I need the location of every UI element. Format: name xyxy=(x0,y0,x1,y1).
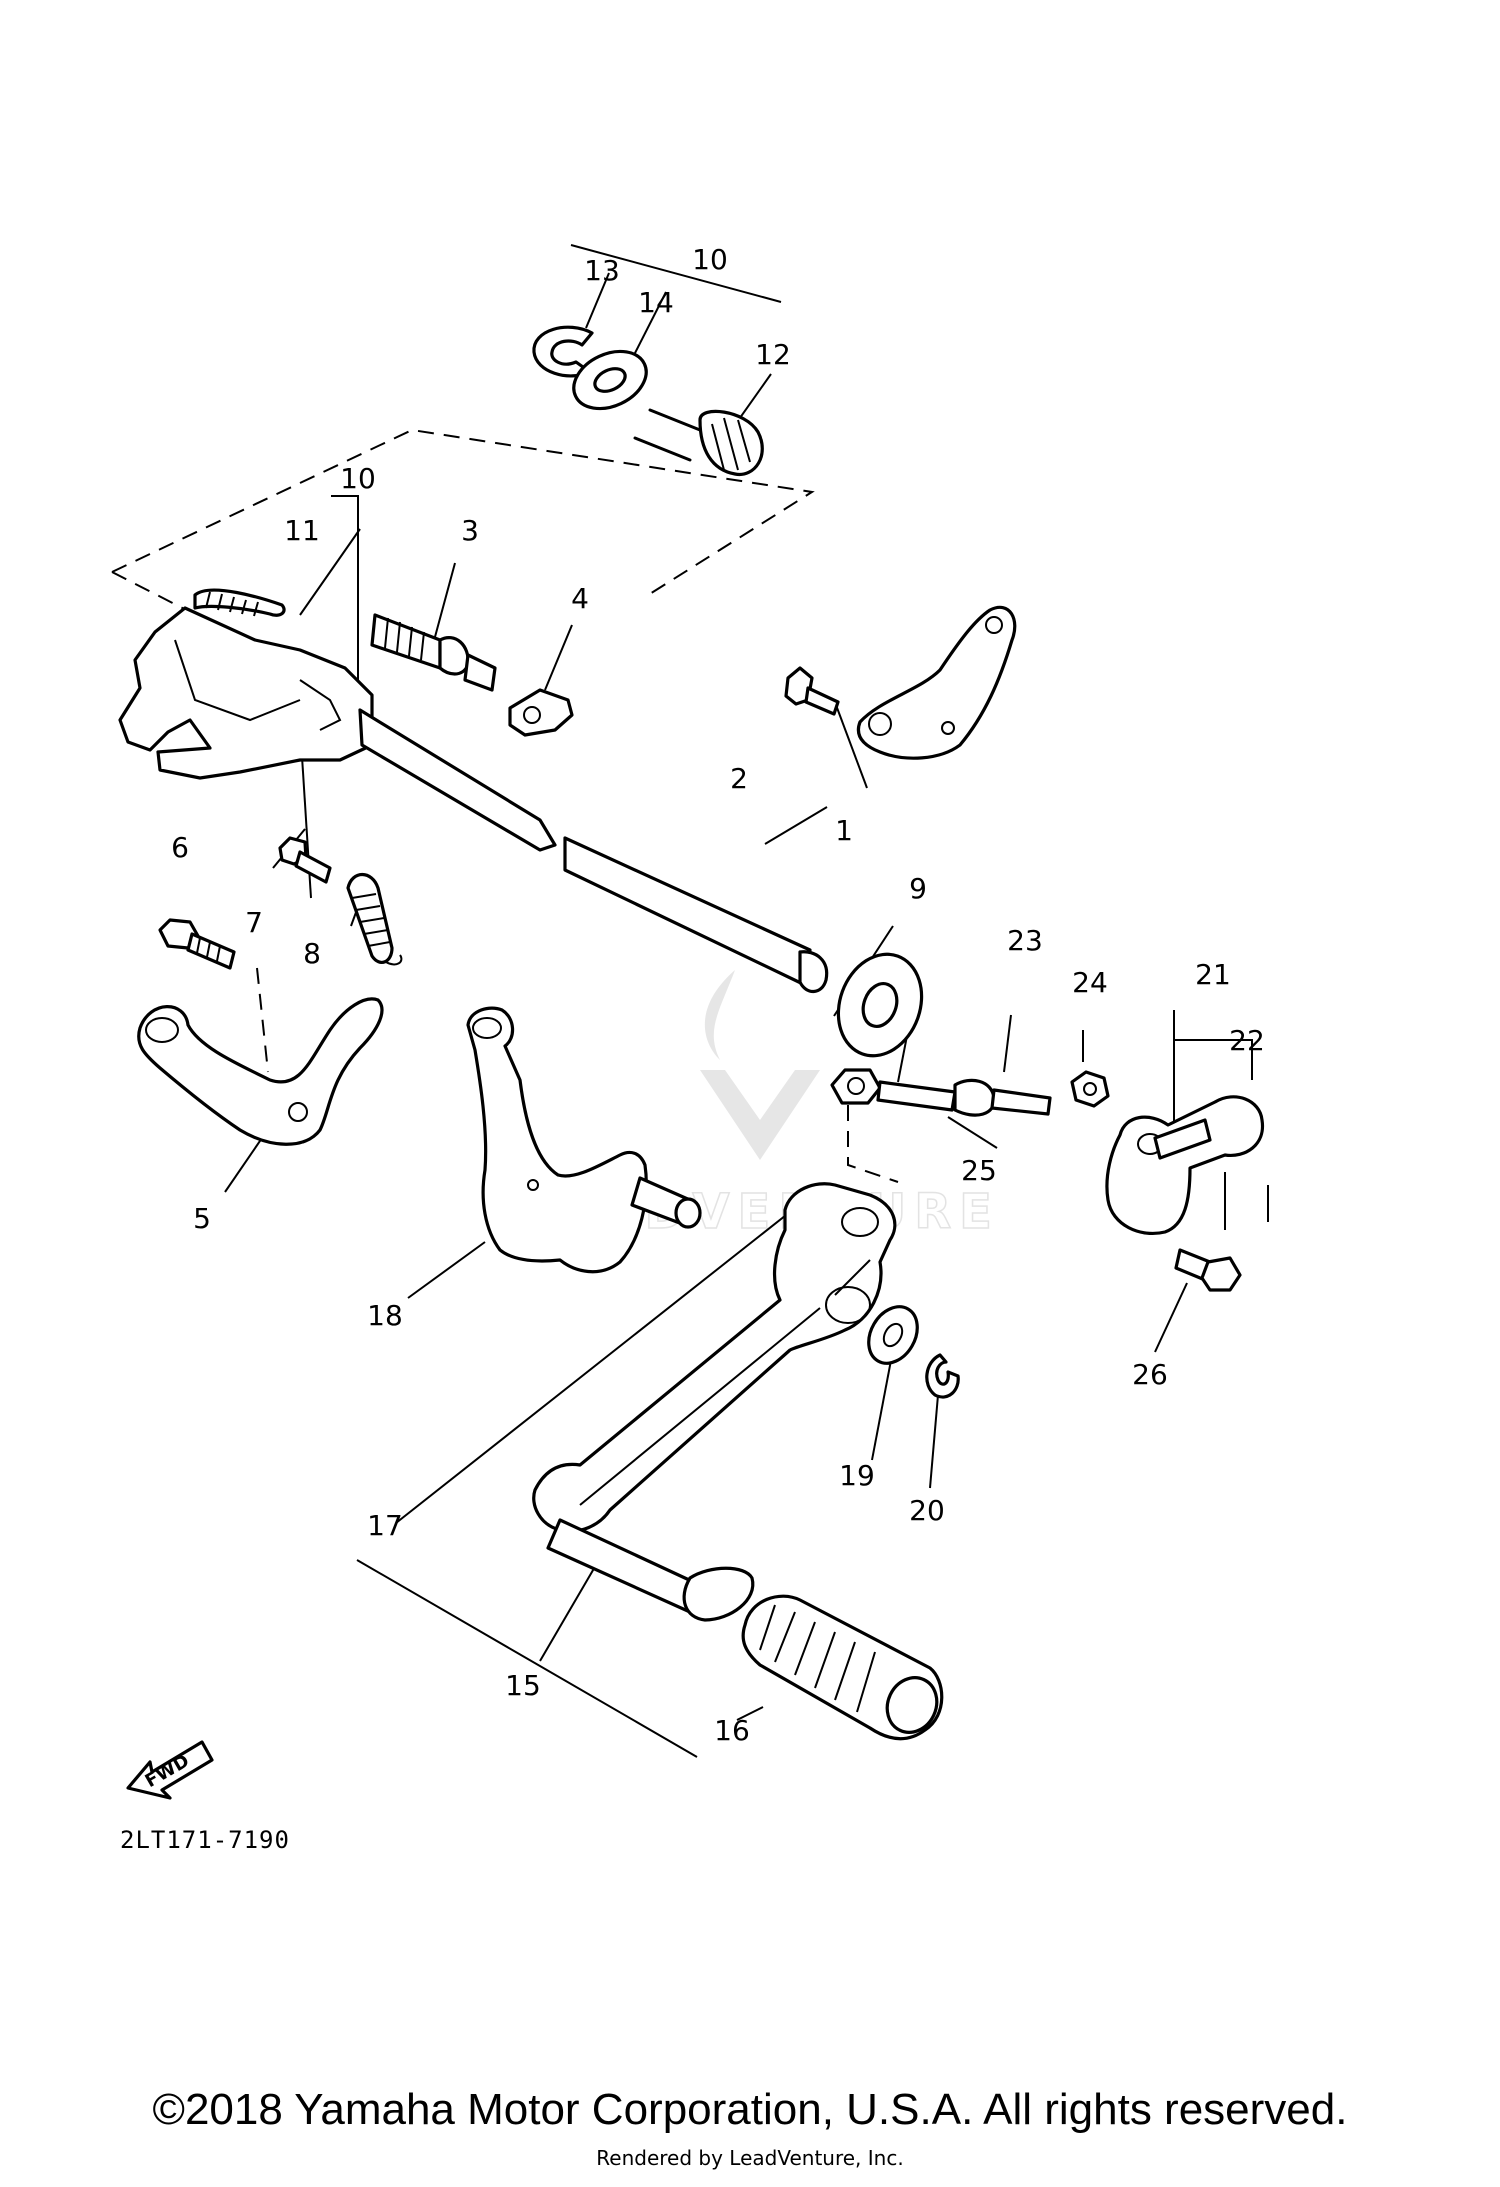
part-label-15: 15 xyxy=(505,1669,541,1702)
tie-rod-23 xyxy=(876,1078,1052,1117)
oil-seal-9 xyxy=(836,952,924,1058)
part-label-12: 12 xyxy=(755,338,791,371)
part-label-23: 23 xyxy=(1007,924,1043,957)
part-label-2: 2 xyxy=(730,762,748,795)
shift-arm-18 xyxy=(466,1006,702,1274)
part-label-1: 1 xyxy=(835,814,853,847)
part-label-20: 20 xyxy=(909,1494,945,1527)
pedal-pin-15 xyxy=(546,1518,755,1622)
part-label-10: 10 xyxy=(340,462,376,495)
rendered-by-credit: Rendered by LeadVenture, Inc. xyxy=(596,2146,904,2170)
part-label-8: 8 xyxy=(303,937,321,970)
part-label-19: 19 xyxy=(839,1459,875,1492)
nut-25 xyxy=(830,1068,882,1105)
part-label-24: 24 xyxy=(1072,966,1108,999)
part-label-26: 26 xyxy=(1132,1358,1168,1391)
lever-1 xyxy=(856,605,1017,760)
shift-shaft-assembly-10 xyxy=(118,606,829,994)
part-label-17: 17 xyxy=(367,1509,403,1542)
part-label-6: 6 xyxy=(171,831,189,864)
part-label-18: 18 xyxy=(367,1299,403,1332)
stopper-plate-4 xyxy=(508,688,574,737)
bolt-26 xyxy=(1174,1248,1242,1292)
part-label-11: 11 xyxy=(284,514,320,547)
bolt-7 xyxy=(278,836,332,884)
clip-20 xyxy=(925,1353,960,1399)
assembly-brackets xyxy=(111,244,1269,1758)
part-label-16: 16 xyxy=(714,1714,750,1747)
return-spring-12 xyxy=(633,408,764,476)
stopper-arm-5 xyxy=(137,997,384,1146)
washer-19 xyxy=(867,1305,919,1365)
drawing-code: 2LT171-7190 xyxy=(120,1826,290,1854)
bolt-6 xyxy=(158,918,236,970)
part-label-13: 13 xyxy=(584,254,620,287)
pedal-rubber-16 xyxy=(741,1594,944,1741)
part-label-5: 5 xyxy=(193,1202,211,1235)
part-label-22: 22 xyxy=(1229,1024,1265,1057)
rod-end-joint-21 xyxy=(1105,1095,1265,1235)
part-labels: 1 2 3 4 5 6 7 8 9 10 10 11 12 13 14 15 1… xyxy=(171,243,1265,1747)
part-label-21: 21 xyxy=(1195,958,1231,991)
part-label-3: 3 xyxy=(461,514,479,547)
part-label-25: 25 xyxy=(961,1154,997,1187)
part-label-4: 4 xyxy=(571,582,589,615)
nut-24 xyxy=(1070,1070,1110,1108)
washer-14 xyxy=(572,349,648,411)
fwd-arrow-icon: FWD xyxy=(126,1740,214,1800)
part-label-14: 14 xyxy=(638,286,674,319)
part-label-7: 7 xyxy=(245,906,263,939)
part-label-9: 9 xyxy=(909,872,927,905)
part-label-10-top: 10 xyxy=(692,243,728,276)
bolt-2 xyxy=(784,666,840,716)
stopper-bolt-3 xyxy=(370,613,497,692)
shift-pedal-17 xyxy=(532,1182,897,1533)
copyright-notice: ©2018 Yamaha Motor Corporation, U.S.A. A… xyxy=(152,2085,1348,2134)
spring-11 xyxy=(193,588,286,617)
spring-8 xyxy=(346,872,403,966)
